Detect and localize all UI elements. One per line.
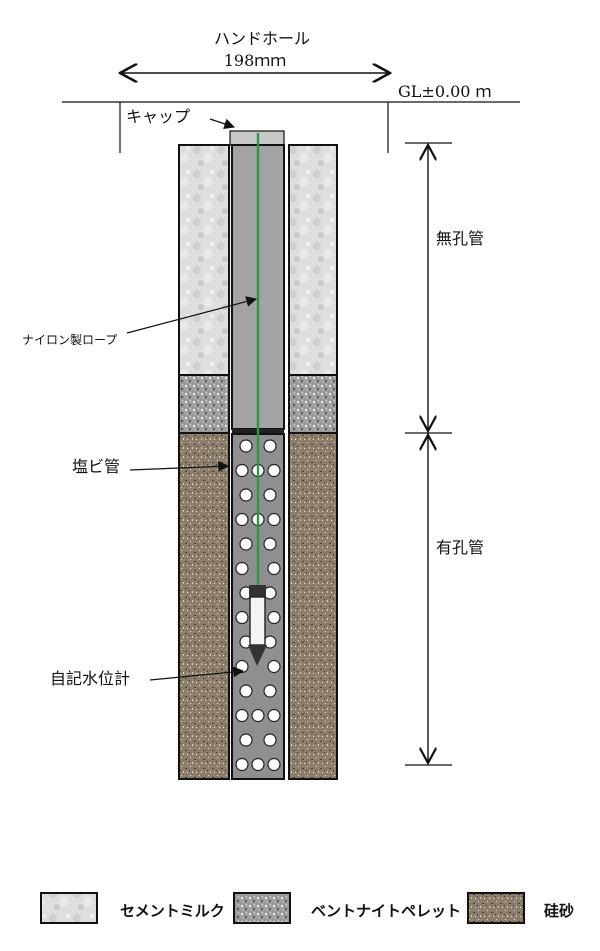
- perforation-hole: [239, 488, 253, 502]
- non-perforated-label: 無孔管: [436, 229, 484, 248]
- perforation-hole: [251, 757, 265, 772]
- bentonite-left: [178, 374, 230, 434]
- legend-label-bentonite: ベントナイトペレット: [311, 902, 461, 920]
- perforation-hole: [267, 561, 281, 576]
- perforation-hole: [267, 610, 281, 625]
- perforation-hole: [239, 439, 253, 453]
- perforation-hole: [239, 684, 253, 698]
- cement-milk-right: [288, 144, 338, 376]
- handhole-title: ハンドホール: [214, 29, 310, 48]
- legend-swatch-silica-sand: [467, 892, 525, 924]
- legend-label-silica-sand: 硅砂: [544, 902, 574, 920]
- cap-label: キャップ: [126, 107, 190, 126]
- bentonite-right: [288, 374, 338, 434]
- perforation-hole: [263, 537, 277, 551]
- perforation-hole: [235, 610, 249, 625]
- silica-sand-left: [178, 432, 230, 780]
- cement-milk-left: [178, 144, 230, 376]
- water-level-gauge-label: 自記水位計: [50, 669, 130, 688]
- perforation-hole: [267, 659, 281, 674]
- perforation-hole: [239, 733, 253, 747]
- perforation-hole: [267, 708, 281, 723]
- perforation-hole: [263, 488, 277, 502]
- cap-arrow: [209, 118, 236, 130]
- water-level-gauge-icon: [249, 596, 266, 646]
- legend-label-cement-milk: セメントミルク: [120, 902, 225, 920]
- perforation-hole: [267, 512, 281, 527]
- pvc-pipe-arrow: [129, 461, 230, 472]
- legend-swatch-cement-milk: [40, 892, 98, 924]
- perforated-label: 有孔管: [436, 538, 484, 557]
- legend: セメントミルク ベントナイトペレット 硅砂: [40, 892, 574, 924]
- perforation-hole: [263, 439, 277, 453]
- water-level-gauge-arrow: [149, 666, 245, 681]
- perforation-holes: [235, 439, 281, 772]
- gauge-top: [249, 585, 266, 597]
- perforation-hole: [263, 733, 277, 747]
- nylon-rope-arrow: [126, 296, 258, 334]
- gl-label: GL±0.00 ｍ: [398, 82, 492, 101]
- perforation-hole: [263, 684, 277, 698]
- gauge-tip: [248, 645, 267, 666]
- legend-swatch-bentonite: [233, 892, 291, 924]
- perforation-hole: [235, 561, 249, 576]
- pvc-pipe-label: 塩ビ管: [72, 457, 120, 476]
- perforation-hole: [239, 537, 253, 551]
- perforation-hole: [235, 757, 249, 772]
- perforation-hole: [235, 708, 249, 723]
- perforation-hole: [235, 463, 249, 478]
- perforation-hole: [267, 757, 281, 772]
- perforation-hole: [267, 463, 281, 478]
- width-dimension-label: 198ｍｍ: [224, 51, 287, 70]
- perforation-hole: [235, 512, 249, 527]
- silica-sand-right: [288, 432, 338, 780]
- perforation-hole: [251, 708, 265, 723]
- nylon-rope-label: ナイロン製ロープ: [22, 333, 117, 347]
